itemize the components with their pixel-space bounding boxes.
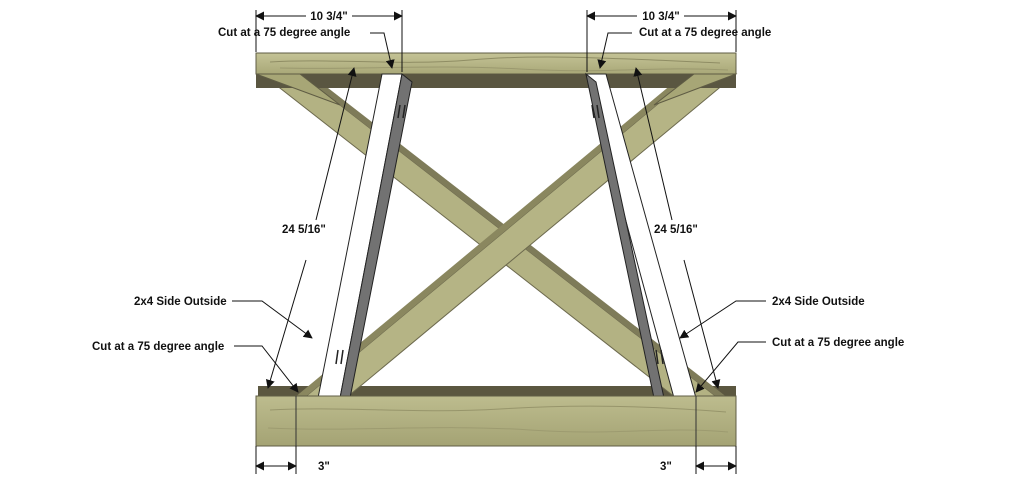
top-right-cut-label: Cut at a 75 degree angle [639,27,771,39]
dim-left-leg: 24 5/16" [265,67,357,389]
bottom-rail-back-edge [258,386,736,396]
bottom-left-cut-label: Cut at a 75 degree angle [92,341,224,353]
dim-bottom-right: 3" [660,446,737,474]
right-top-corner-brace [653,73,737,106]
dim-top-right: 10 3/4" [586,10,737,72]
callout-top-left-cut: Cut at a 75 degree angle [218,27,395,69]
dim-bottom-left: 3" [255,446,330,474]
dim-right-leg-label: 24 5/16" [654,224,698,236]
callout-top-right-cut: Cut at a 75 degree angle [597,27,771,69]
callout-right-side: 2x4 Side Outside [679,296,865,339]
dim-bottom-right-label: 3" [660,461,672,473]
left-top-corner-brace [255,73,341,106]
bottom-right-cut-label: Cut at a 75 degree angle [772,337,904,349]
bottom-rail [255,395,737,447]
callout-bottom-left-cut: Cut at a 75 degree angle [92,341,299,393]
dim-bottom-left-label: 3" [318,461,330,473]
top-left-cut-label: Cut at a 75 degree angle [218,27,350,39]
right-side-label: 2x4 Side Outside [772,296,865,308]
top-rail [255,52,737,88]
dim-left-leg-label: 24 5/16" [282,224,326,236]
callout-left-side: 2x4 Side Outside [134,296,313,339]
dim-top-left: 10 3/4" [255,10,403,72]
callout-bottom-right-cut: Cut at a 75 degree angle [695,337,904,393]
dim-right-leg: 24 5/16" [633,67,721,389]
dim-top-left-label: 10 3/4" [310,11,347,23]
dim-top-right-label: 10 3/4" [642,11,679,23]
left-side-label: 2x4 Side Outside [134,296,227,308]
